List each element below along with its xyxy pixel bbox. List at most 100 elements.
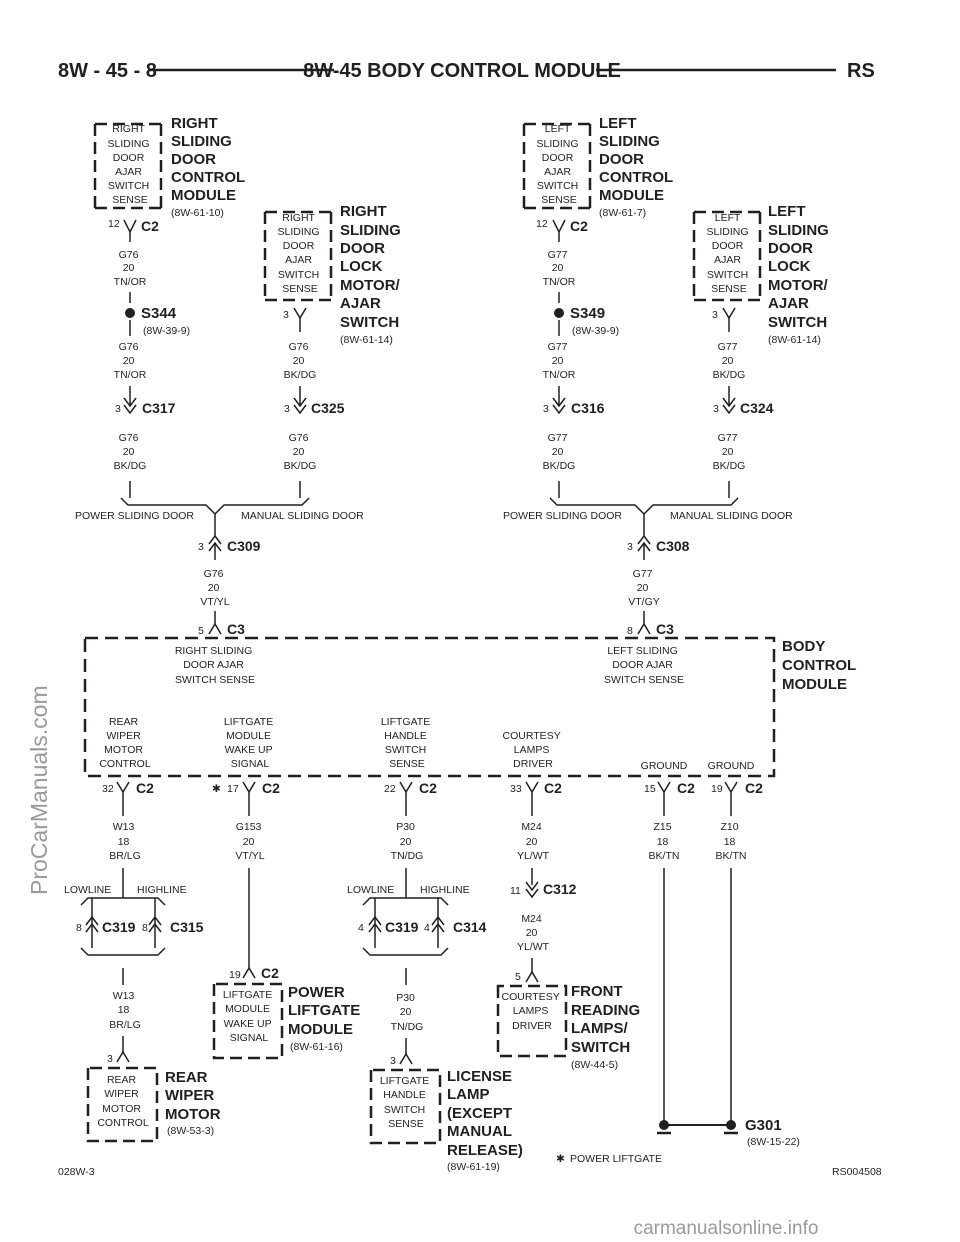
svg-text:BODY CONTROL MODUL: BODY CONTROL MODULE	[782, 638, 860, 693]
connector-label: C3	[227, 621, 245, 637]
pin-number: 19	[229, 969, 241, 981]
splice-dot	[554, 308, 564, 318]
pin-number: 3	[543, 403, 549, 415]
svg-text:LEFT SLIDING DOOR: LEFT SLIDING DOOR LOCK MOTOR/ AJAR SWITC…	[768, 203, 833, 331]
svg-text:32: 32	[102, 783, 114, 795]
wire-label: Z10 18 BK/TN	[716, 821, 747, 862]
ground-ref: (8W-15-22)	[747, 1136, 800, 1148]
svg-text:POWER LIFTGATE MOD: POWER LIFTGATE MODULE	[288, 984, 364, 1038]
wire-label: Z15 18 BK/TN	[649, 821, 680, 862]
svg-text:22: 22	[384, 783, 396, 795]
svg-text:✱: ✱	[212, 783, 221, 795]
option-label: HIGHLINE	[137, 884, 187, 896]
page-number: 8W - 45 - 8	[58, 60, 157, 82]
front-reading-lamps-switch: COURTESY LAMPS DRIVER FRONT READING LAMP…	[496, 983, 640, 1071]
connector-c324	[722, 397, 736, 415]
connector-label: C319	[385, 919, 419, 935]
option-label: POWER SLIDING DOOR	[75, 510, 194, 522]
bcm-pin-label: COURTESY LAMPS DRIVER	[503, 730, 564, 770]
right-sliding-door-control-module: RIGHT SLIDING DOOR AJAR SWITCH SENSE RIG…	[93, 115, 249, 242]
wire-label: M24 20 YL/WT	[517, 913, 550, 953]
svg-text:LICENSE LAMP (EXCE: LICENSE LAMP (EXCEPT MANUAL RELEASE)	[447, 1068, 523, 1159]
pin-number: 4	[424, 922, 430, 934]
component-ref: (8W-61-10)	[171, 207, 224, 219]
connector-label: C309	[227, 538, 261, 554]
wire-label: G76 20 BK/DG	[284, 341, 317, 381]
power-liftgate-module: LIFTGATE MODULE WAKE UP SIGNAL POWER LIF…	[212, 982, 364, 1060]
svg-text:(8W-61-19): (8W-61-19)	[447, 1161, 500, 1173]
svg-text:3: 3	[712, 309, 718, 321]
option-label: POWER SLIDING DOOR	[503, 510, 622, 522]
svg-text:RIGHT SLIDING DOOR: RIGHT SLIDING DOOR LOCK MOTOR/ AJAR SWIT…	[340, 203, 405, 331]
ground-label: G301	[745, 1117, 782, 1134]
svg-text:(8W-61-14): (8W-61-14)	[340, 334, 393, 346]
pin-number: 3	[198, 541, 204, 553]
wire-label: G77 20 BK/DG	[713, 432, 746, 472]
svg-text:LEFT SLIDING DOOR: LEFT SLIDING DOOR CONTROL MODULE	[599, 115, 677, 204]
splice-label: S349	[570, 305, 605, 322]
pin-number: 3	[627, 541, 633, 553]
svg-text:LEFT SLIDING DOOR: LEFT SLIDING DOOR AJAR SWITCH SENSE	[537, 123, 582, 206]
svg-text:C2: C2	[544, 780, 562, 796]
license-lamp: LIFTGATE HANDLE SWITCH SENSE LICENSE LAM…	[369, 1068, 523, 1173]
component-label: RIGHT SLIDING DOOR CONTROL MODULE	[171, 115, 249, 204]
footnote-text: POWER LIFTGATE	[570, 1153, 662, 1165]
svg-text:RIGHT SLIDING DOOR: RIGHT SLIDING DOOR AJAR SWITCH SENSE	[278, 212, 323, 295]
svg-text:C2: C2	[136, 780, 154, 796]
connector-c317	[123, 397, 137, 415]
bcm-pin-label: REAR WIPER MOTOR CONTROL	[99, 716, 150, 770]
svg-text:(8W-61-7): (8W-61-7)	[599, 207, 646, 219]
svg-text:C2: C2	[419, 780, 437, 796]
bottom-watermark: carmanualsonline.info	[634, 1218, 819, 1239]
svg-text:LIFTGATE MODULE WA: LIFTGATE MODULE WAKE UP SIGNAL	[223, 989, 275, 1044]
right-sliding-door-lock-motor: RIGHT SLIDING DOOR AJAR SWITCH SENSE RIG…	[263, 203, 405, 346]
option-label: LOWLINE	[347, 884, 394, 896]
ground-icon	[657, 1120, 738, 1135]
svg-text:19: 19	[711, 783, 723, 795]
pin-number: 3	[284, 403, 290, 415]
svg-text:C2: C2	[677, 780, 695, 796]
wire-label: G77 20 BK/DG	[543, 432, 576, 472]
wire-label: G77 20 TN/OR	[543, 341, 576, 381]
wire-label: G77 20 VT/GY	[628, 568, 660, 608]
connector-c316	[552, 397, 566, 415]
wire-label: W13 18 BR/LG	[109, 990, 141, 1031]
svg-text:(8W-61-14): (8W-61-14)	[768, 334, 821, 346]
svg-text:12: 12	[536, 218, 548, 230]
splice-label: S344	[141, 305, 177, 322]
left-sliding-door-control-module: LEFT SLIDING DOOR AJAR SWITCH SENSE LEFT…	[522, 115, 677, 242]
svg-text:REAR WIPER MOTOR: REAR WIPER MOTOR	[165, 1069, 221, 1123]
wire-label: G76 20 VT/YL	[200, 568, 229, 608]
bcm-pin-label: LIFTGATE MODULE WAKE UP SIGNAL	[224, 716, 276, 770]
left-sliding-door-lock-motor: LEFT SLIDING DOOR AJAR SWITCH SENSE LEFT…	[692, 203, 833, 346]
wire-label: G76 20 TN/OR	[114, 249, 147, 288]
svg-text:C2: C2	[262, 780, 280, 796]
wire-label: M24 20 YL/WT	[517, 821, 550, 862]
connector-label: C312	[543, 881, 577, 897]
figure-code: RS004508	[832, 1166, 882, 1178]
wire-label: G76 20 TN/OR	[114, 341, 147, 381]
svg-text:COURTESY LAMPS DRI: COURTESY LAMPS DRIVER	[502, 991, 563, 1032]
option-label: LOWLINE	[64, 884, 111, 896]
wire-label: G76 20 BK/DG	[114, 432, 147, 472]
svg-text:LEFT SLIDING DOOR: LEFT SLIDING DOOR AJAR SWITCH SENSE	[707, 212, 752, 295]
bcm-right-sense-label: RIGHT SLIDING DOOR AJAR SWITCH SENSE	[175, 645, 255, 686]
pin-number: 8	[142, 922, 148, 934]
figure-id: 028W-3	[58, 1166, 95, 1178]
connector-label: C314	[453, 919, 487, 935]
connector-label: C308	[656, 538, 690, 554]
footnote-star: ✱	[556, 1153, 565, 1165]
option-label: HIGHLINE	[420, 884, 470, 896]
connector-label: C319	[102, 919, 136, 935]
header-model: RS	[847, 60, 875, 82]
pin-number: 11	[510, 885, 521, 897]
pin-number: 5	[515, 971, 521, 983]
wire-label: G76 20 BK/DG	[284, 432, 317, 472]
pin-number: 3	[115, 403, 121, 415]
splice-ref: (8W-39-9)	[143, 325, 190, 337]
component-inside-text: RIGHT SLIDING DOOR AJAR SWITCH SENSE	[108, 123, 153, 206]
connector-label: C325	[311, 400, 345, 416]
connector-label: C3	[656, 621, 674, 637]
